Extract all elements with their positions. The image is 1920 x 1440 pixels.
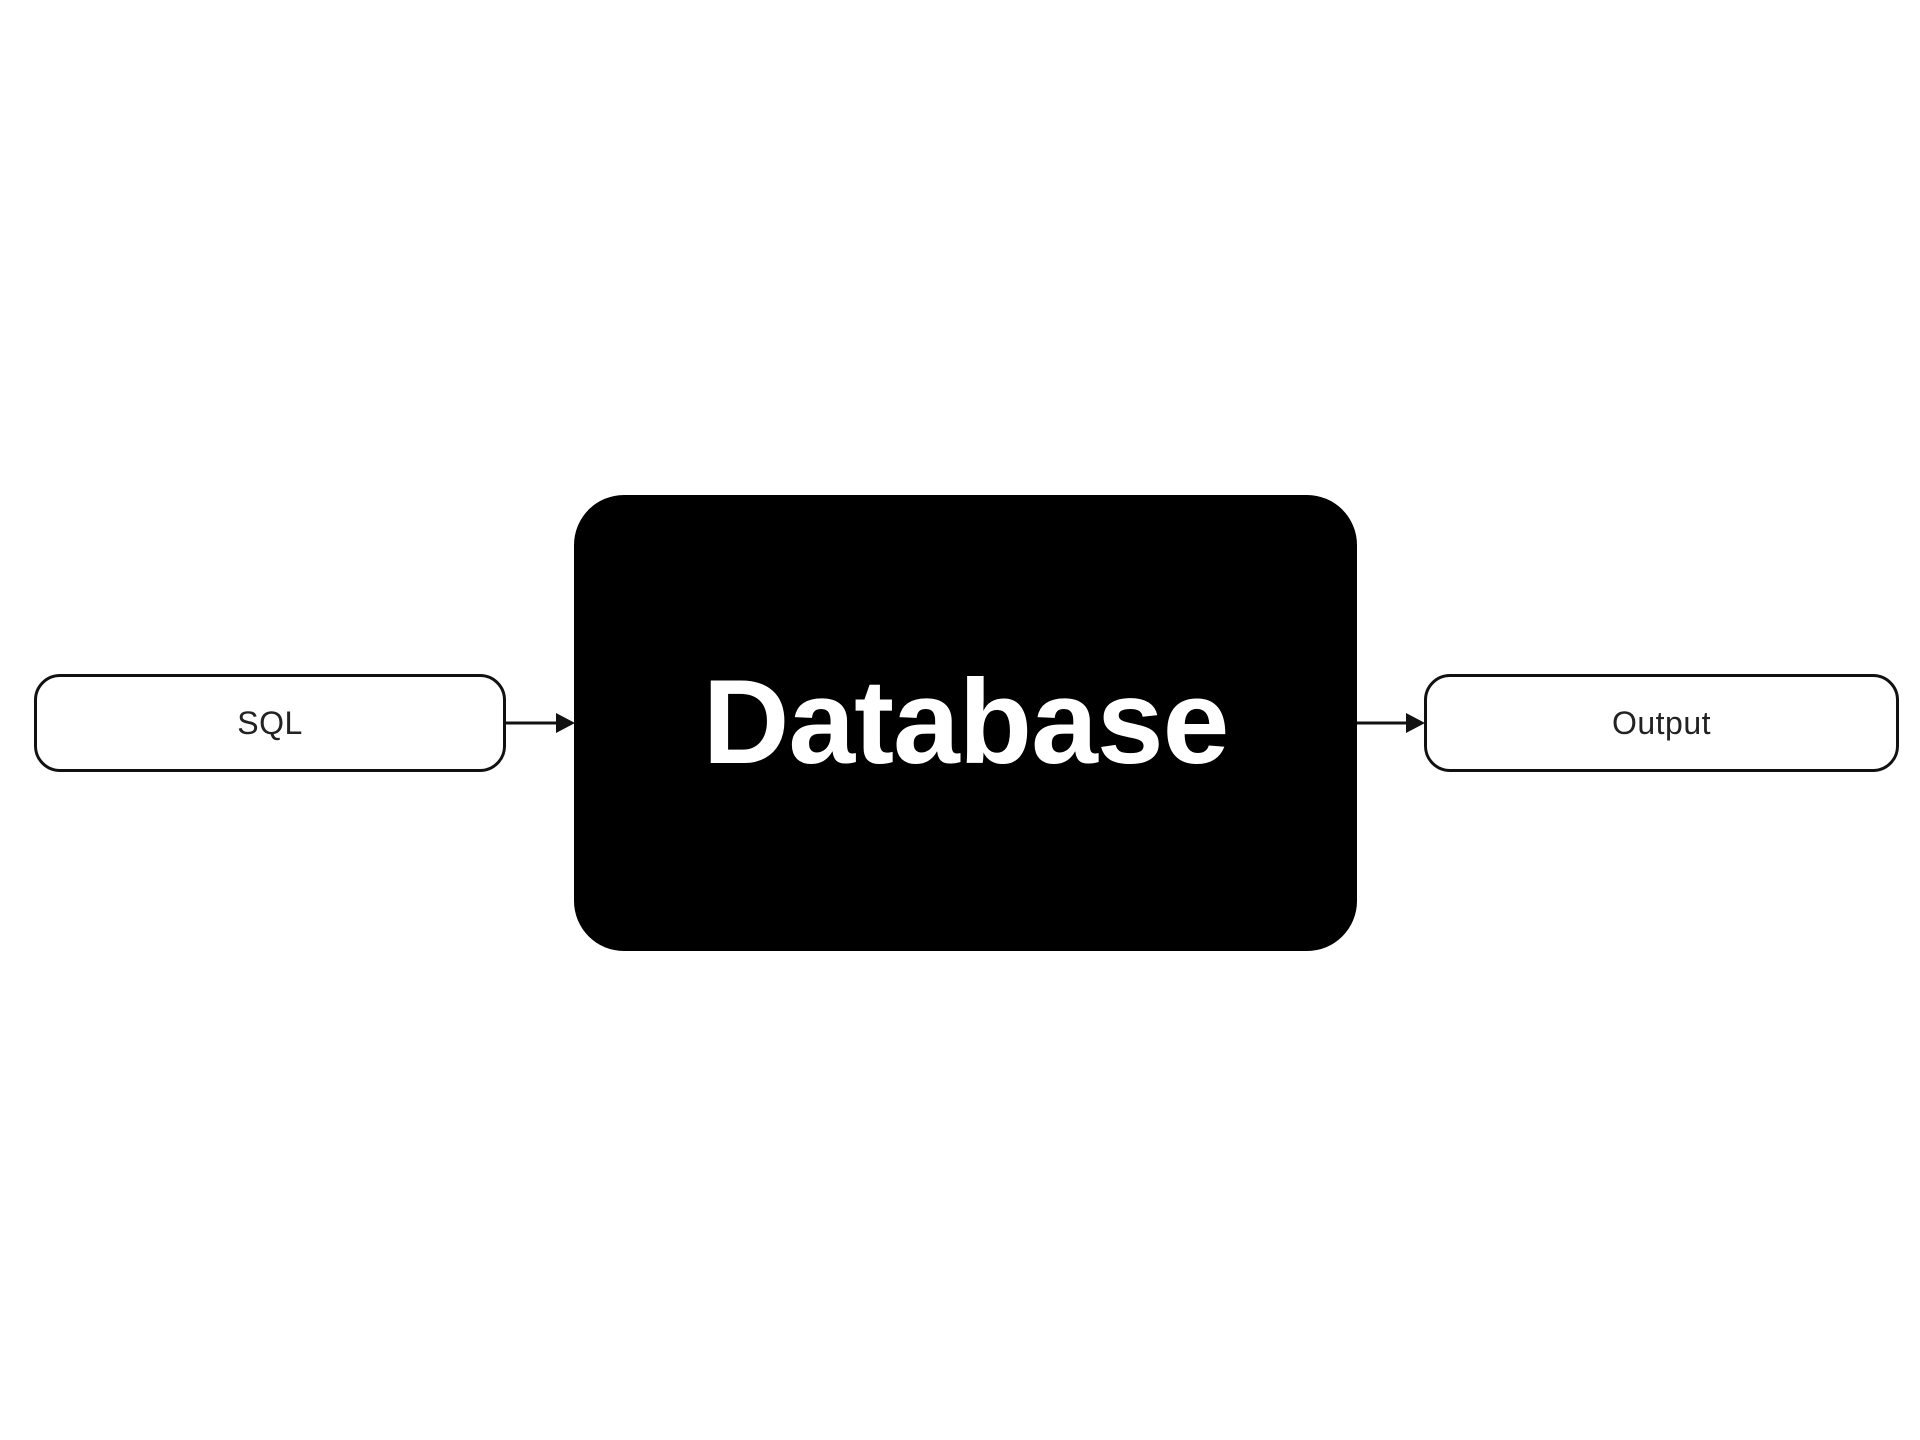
sql-label: SQL xyxy=(237,704,303,741)
output-label: Output xyxy=(1611,704,1712,741)
database-label: Database xyxy=(702,655,1230,789)
database-box: Database xyxy=(574,495,1357,951)
sql-to-database-arrow xyxy=(506,713,575,733)
database-to-output-arrow xyxy=(1357,713,1425,733)
sql-input-box: SQL xyxy=(34,674,506,772)
output-box: Output xyxy=(1424,674,1899,772)
